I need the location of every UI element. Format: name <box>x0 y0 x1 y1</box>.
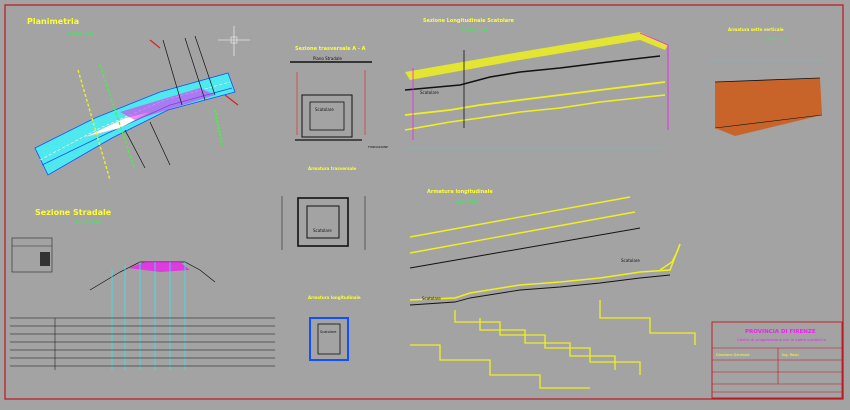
long-section-top-layer <box>405 32 668 80</box>
long-section-fill-line <box>404 55 661 91</box>
sezione-longitudinale-bottom-view: Armatura longitudinale SCALA 1:50 Scatol… <box>409 189 696 389</box>
long-section-label: Scatolare <box>420 90 439 95</box>
sezione-stradale-scale: SCALA 1:200 <box>75 220 101 225</box>
section-line-a <box>77 69 111 181</box>
planimetria-title: Planimetria <box>27 17 79 26</box>
planimetria-scale: SCALA 1:500 <box>68 31 94 36</box>
plan-black-line-1 <box>162 39 183 106</box>
sezione-longitudinale-top-view: Sezione Longitudinale Scatolare SCALA 1:… <box>404 18 669 149</box>
armatura-long-big-scale: SCALA 1:50 <box>455 199 479 204</box>
sezione-trasversale-view: Sezione trasversale A - A Piano Stradale… <box>290 46 388 149</box>
stepped-rebar-3 <box>410 344 590 389</box>
rebar-frame-inner <box>306 205 340 239</box>
title-block-left-label: Direzione Generale <box>716 353 750 357</box>
plan-black-line-2 <box>184 37 206 101</box>
armatura-trasversale-label: Scatolare <box>313 228 332 233</box>
armatura-longitudinale-title: Armatura longitudinale <box>308 295 361 300</box>
foundation-label: FONDAZIONE <box>368 145 388 149</box>
long-section-culvert-top <box>404 81 666 116</box>
section-line-b <box>99 64 136 171</box>
stepped-rebar-4 <box>599 300 696 345</box>
armatura-verticale-view: Armatura setto verticale SCALA 1:20 <box>710 27 825 136</box>
sezione-stradale-title: Sezione Stradale <box>35 208 112 217</box>
plan-black-line-5 <box>149 121 171 166</box>
culvert-inner <box>309 101 345 131</box>
rebar-long-outer <box>309 317 349 361</box>
road-plan-band <box>34 72 236 176</box>
culvert-label: Scatolare <box>315 107 334 112</box>
rebar-end-hook <box>659 243 681 271</box>
armatura-long-big-label-left: Scatolare <box>422 296 441 301</box>
section-info-box <box>11 237 53 273</box>
plan-red-mark-2 <box>224 94 239 106</box>
armatura-long-big-title: Armatura longitudinale <box>427 189 493 195</box>
sezione-longitudinale-title: Sezione Longitudinale Scatolare <box>423 18 515 24</box>
sezione-trasversale-title: Sezione trasversale A - A <box>295 46 366 52</box>
sezione-longitudinale-scale: SCALA 1:100 <box>462 27 488 32</box>
rebar-line-1 <box>409 196 631 238</box>
culvert-profile-top <box>409 243 681 301</box>
long-section-end-line <box>639 32 669 130</box>
armatura-verticale-title: Armatura setto verticale <box>728 27 784 32</box>
section-info-box-swatch <box>40 252 50 266</box>
armatura-trasversale-view: Armatura trasversale Scatolare <box>281 166 366 250</box>
armatura-longitudinale-view: Armatura longitudinale Scatolare <box>308 295 361 361</box>
wall-rebar-top-edge <box>714 77 821 83</box>
stepped-rebar-2 <box>479 318 616 370</box>
wall-rebar-bottom-edge <box>714 114 823 129</box>
cursor-pickbox <box>230 36 238 44</box>
culvert-outer <box>301 94 353 138</box>
rebar-line-2 <box>409 211 636 254</box>
culvert-plan-magenta <box>120 88 215 120</box>
planimetria-view: Planimetria SCALA 1:500 <box>27 17 250 181</box>
plan-black-line-4 <box>124 129 146 169</box>
long-section-culvert-bottom <box>404 94 666 131</box>
road-cross-section <box>128 262 190 272</box>
section-line-c <box>214 109 223 146</box>
rebar-long-inner <box>317 323 341 355</box>
rebar-frame-outer <box>297 197 349 247</box>
drawing-frame <box>4 4 844 400</box>
title-block-right-label: Ing. Rossi <box>782 353 799 357</box>
title-block: PROVINCIA DI FIRENZE Centro di progettaz… <box>711 321 843 399</box>
sezione-stradale-view: Sezione Stradale SCALA 1:200 <box>10 208 275 370</box>
culvert-profile-inner <box>409 274 671 306</box>
plan-black-line-3 <box>194 35 216 96</box>
road-surface-label: Piano Stradale <box>313 56 342 61</box>
plan-red-mark-1 <box>149 39 161 49</box>
armatura-verticale-scale: SCALA 1:20 <box>766 37 786 41</box>
armatura-trasversale-title: Armatura trasversale <box>308 166 356 171</box>
armatura-longitudinale-label: Scatolare <box>320 330 336 334</box>
title-block-dept: Centro di progettazione per le opere pub… <box>737 337 827 342</box>
armatura-long-big-label-right: Scatolare <box>621 258 640 263</box>
title-block-org: PROVINCIA DI FIRENZE <box>745 329 816 335</box>
rebar-line-3 <box>409 227 641 269</box>
wall-rebar-body <box>715 78 822 136</box>
